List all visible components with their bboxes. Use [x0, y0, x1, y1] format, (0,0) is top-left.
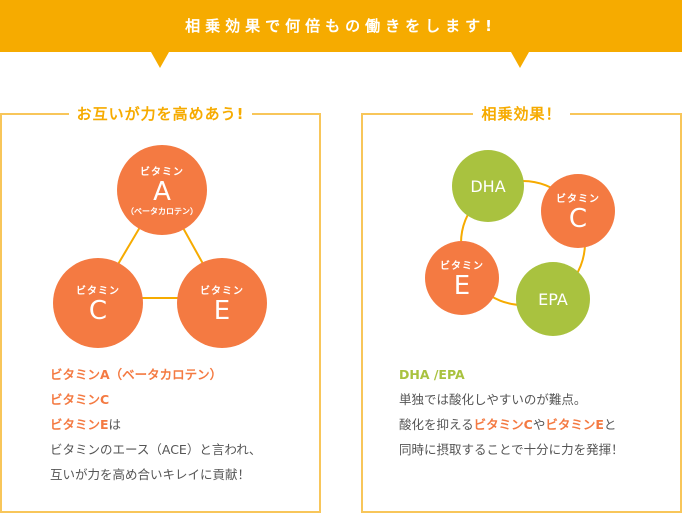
text-span: や — [532, 417, 546, 432]
text-highlight: ビタミンE — [545, 417, 604, 432]
circle-letter: C — [88, 295, 108, 326]
right-vitamin-c-circle: ビタミン C — [541, 174, 615, 248]
text-heading: DHA /EPA — [399, 367, 465, 382]
right-panel-title: 相乗効果！ — [473, 105, 570, 123]
circle-label: ビタミン — [76, 285, 120, 297]
circle-label: ビタミン — [556, 193, 600, 205]
text-line: ビタミンのエース（ACE）と言われ、 — [50, 442, 262, 457]
text-line: 互いが力を高め合いキレイに貢献！ — [50, 467, 251, 482]
vitamin-a-circle: ビタミン A （ベータカロテン） — [117, 145, 207, 235]
circle-label: ビタミン — [140, 167, 184, 178]
text-line: 単独では酸化しやすいのが難点。 — [399, 392, 587, 407]
circle-letter: C — [568, 203, 588, 234]
vitamin-c-circle: ビタミン C — [53, 258, 143, 348]
text-line: ビタミンC — [50, 392, 110, 407]
circle-letter: E — [213, 295, 231, 326]
left-panel-title: お互いが力を高めあう! — [68, 105, 253, 123]
right-vitamin-e-circle: ビタミン E — [425, 241, 499, 315]
banner-pointer-right — [511, 52, 529, 68]
circle-letter: A — [153, 177, 171, 207]
text-line: ビタミンA（ベータカロテン） — [50, 367, 223, 382]
text-highlight: ビタミンE — [50, 417, 109, 432]
text-line: 酸化を抑えるビタミンCやビタミンEと — [399, 412, 624, 437]
circle-label: ビタミン — [200, 285, 244, 297]
circle-letter: E — [453, 270, 471, 301]
dha-circle: DHA — [452, 150, 524, 222]
right-description: DHA /EPA 単独では酸化しやすいのが難点。 酸化を抑えるビタミンCやビタミ… — [399, 362, 624, 462]
left-description: ビタミンA（ベータカロテン） ビタミンC ビタミンEは ビタミンのエース（ACE… — [50, 362, 261, 487]
banner: 相乗効果で何倍もの働きをします! — [0, 0, 682, 52]
text-highlight: ビタミンC — [473, 417, 533, 432]
banner-pointer-left — [151, 52, 169, 68]
text-line: ビタミンEは — [50, 412, 261, 437]
vitamin-e-circle: ビタミン E — [177, 258, 267, 348]
circle-sub: （ベータカロテン） — [126, 207, 198, 216]
epa-circle: EPA — [516, 262, 590, 336]
text-span: 酸化を抑える — [399, 417, 474, 432]
circle-label: ビタミン — [440, 260, 484, 272]
circle-letter: DHA — [470, 176, 506, 196]
circle-letter: EPA — [538, 289, 568, 309]
text-span: と — [603, 417, 617, 432]
text-span: は — [108, 417, 122, 432]
text-line: 同時に摂取することで十分に力を発揮！ — [399, 442, 624, 457]
